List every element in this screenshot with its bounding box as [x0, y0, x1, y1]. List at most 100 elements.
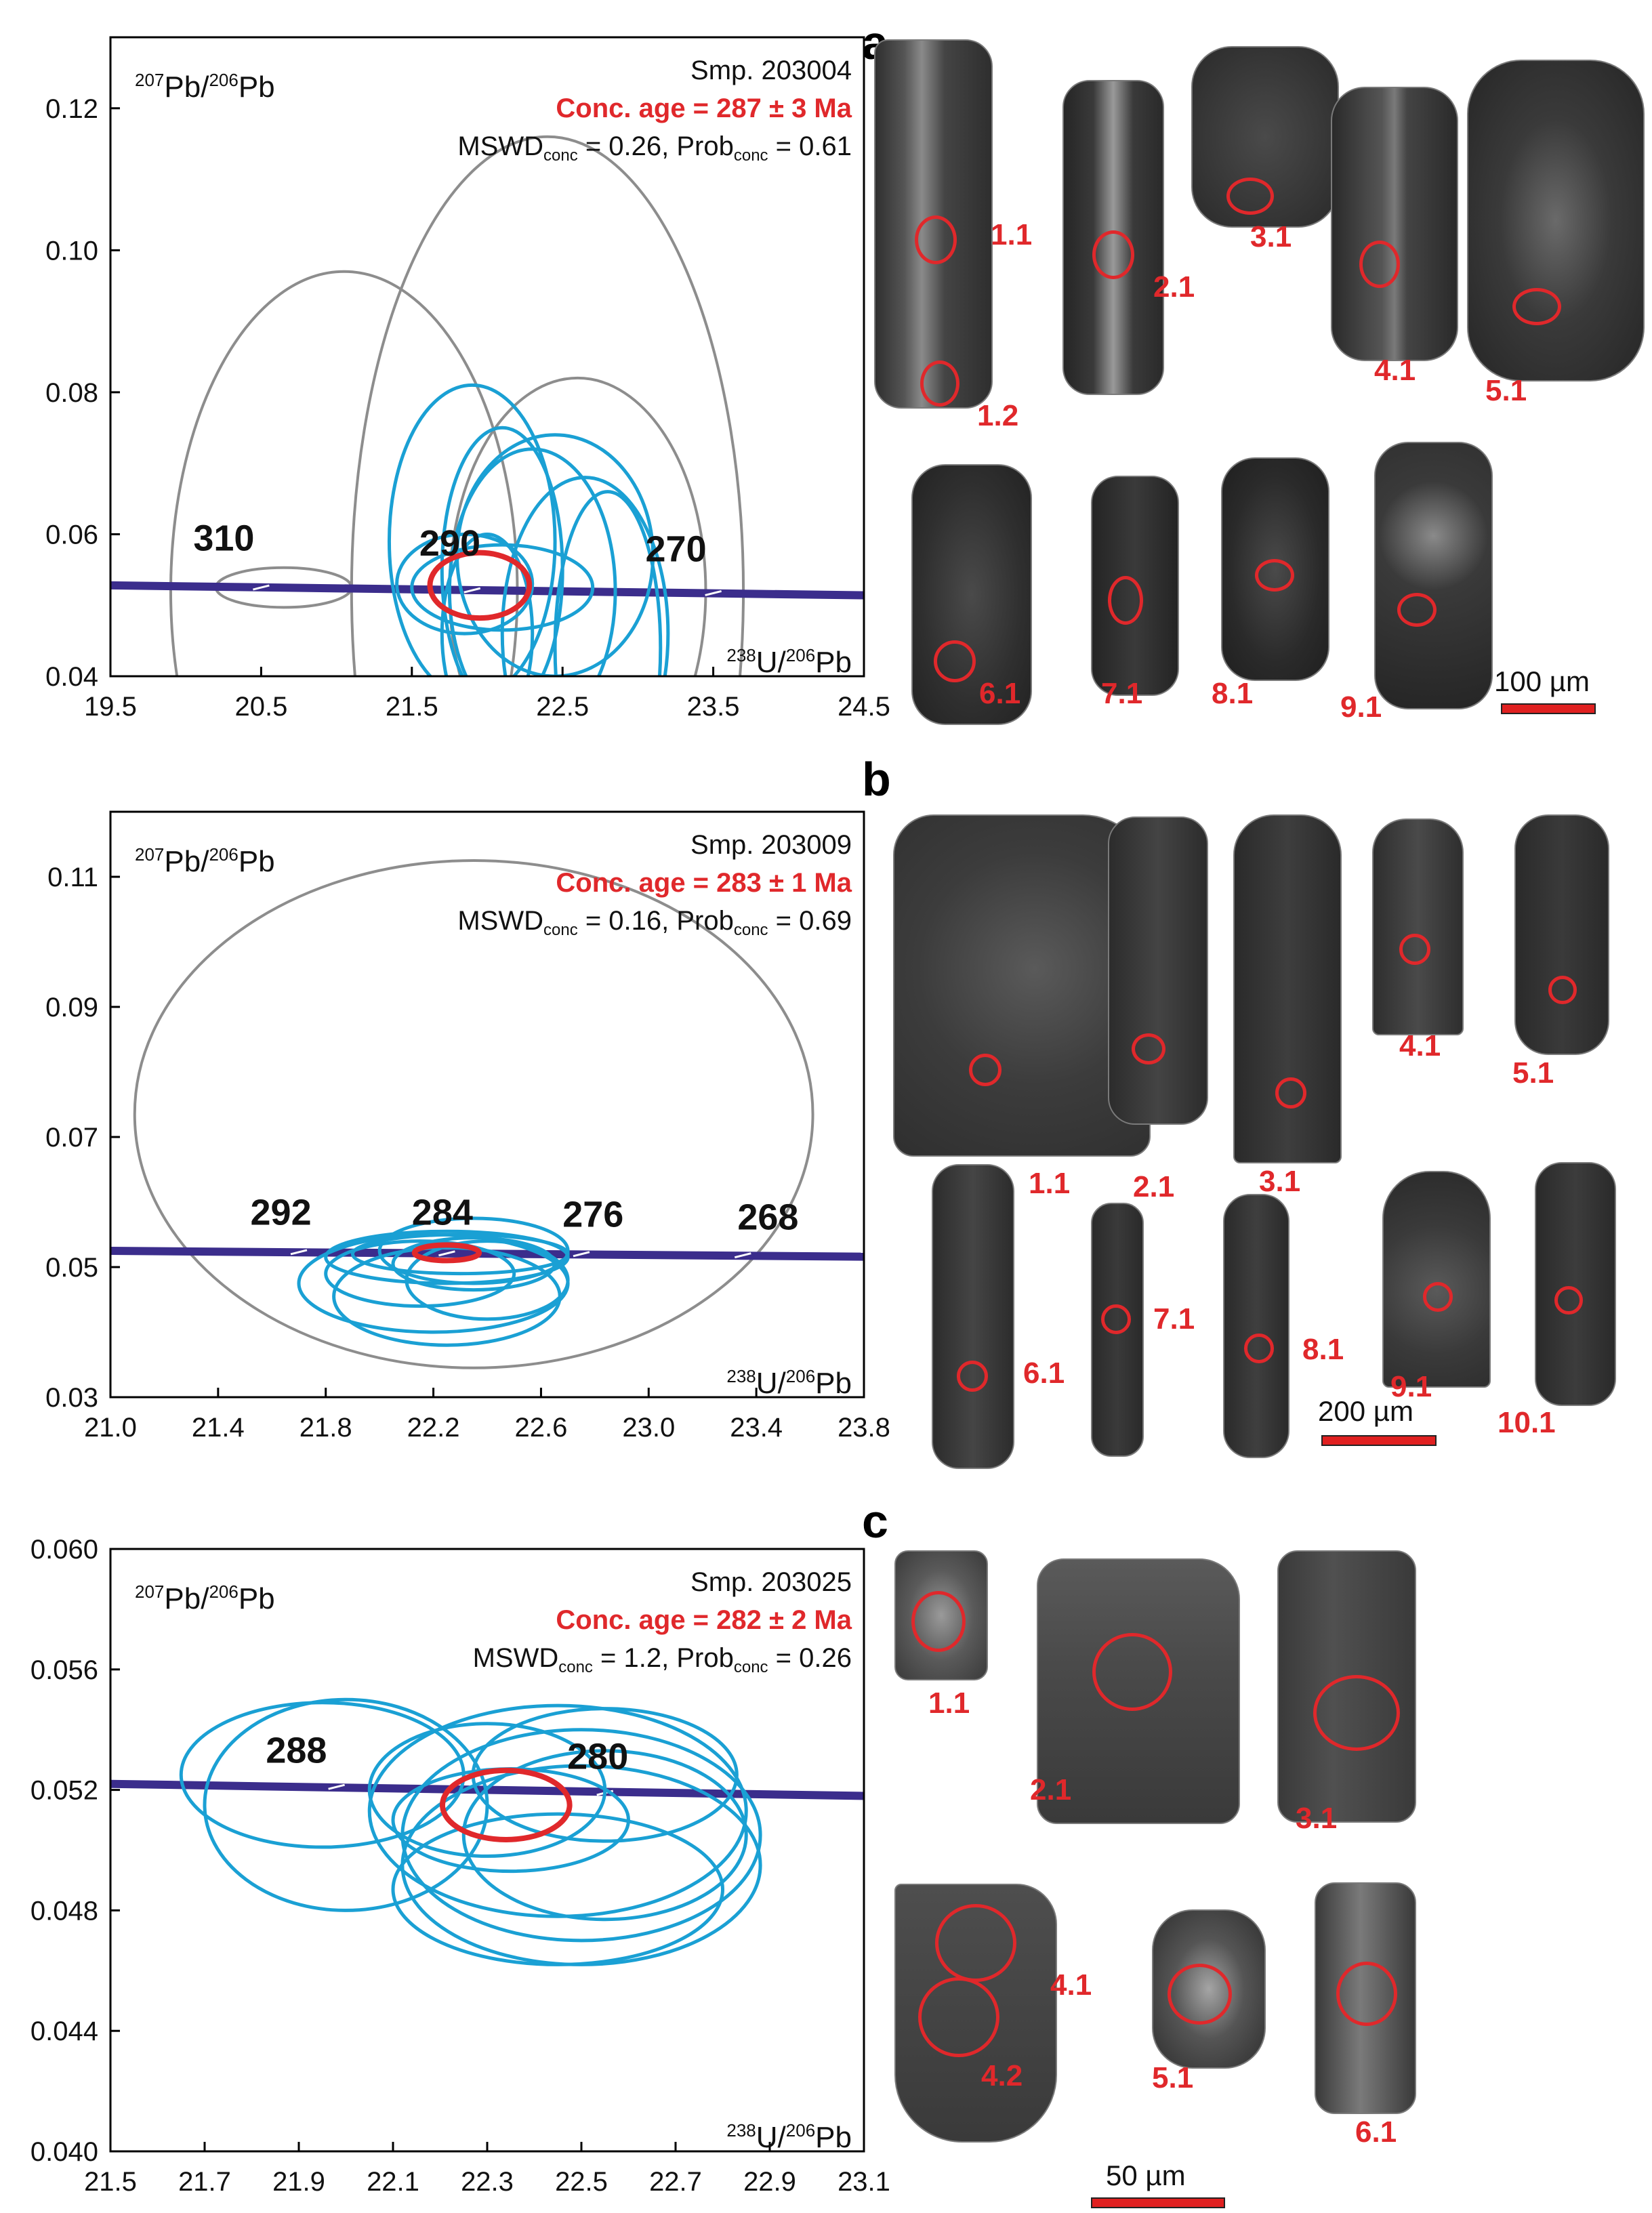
x-tick-label: 21.0	[84, 1413, 137, 1443]
x-tick-label: 21.9	[272, 2167, 325, 2197]
scale-bar-label: 50 µm	[1106, 2159, 1186, 2191]
plot-background	[110, 1549, 864, 2151]
y-tick-label: 0.07	[45, 1123, 98, 1153]
y-tick-label: 0.060	[30, 1535, 98, 1565]
error-ellipse-blue	[405, 1239, 570, 1321]
grain-label: 5.1	[1152, 2061, 1194, 2094]
analysis-spot	[920, 360, 959, 407]
concordia-curve	[110, 581, 864, 600]
grain-label: 3.1	[1250, 220, 1292, 253]
x-tick-label: 23.0	[622, 1413, 675, 1443]
concordia-age-ellipse	[439, 1767, 573, 1842]
zircon-grain	[893, 814, 1151, 1157]
mswd-label: MSWDconc = 1.2, Probconc = 0.26	[473, 1643, 852, 1676]
grain-label: 5.1	[1512, 1056, 1554, 1090]
y-tick-label: 0.03	[45, 1383, 98, 1413]
error-ellipse-blue	[387, 383, 557, 676]
analysis-spot	[1101, 1304, 1131, 1334]
grain-label: 1.1	[991, 218, 1033, 251]
grain-label: 7.1	[1153, 1302, 1195, 1336]
analysis-spot	[1554, 1286, 1583, 1315]
analysis-spot	[1255, 559, 1294, 592]
grain-label: 8.1	[1212, 677, 1254, 710]
error-ellipse-gray	[133, 859, 814, 1369]
analysis-spot	[1108, 576, 1143, 625]
y-tick-label: 0.09	[45, 993, 98, 1022]
grain-label: 4.2	[981, 2059, 1023, 2092]
grain-label: 1.1	[928, 1687, 970, 1720]
error-ellipse-blue	[391, 1236, 556, 1292]
analysis-spot	[918, 1977, 999, 2057]
zircon-grain	[1223, 1194, 1289, 1458]
zircon-grain	[1331, 87, 1458, 361]
zircon-grain	[1374, 442, 1493, 709]
error-ellipse-blue	[440, 532, 535, 676]
y-axis-label: 207Pb/206Pb	[135, 70, 275, 104]
zircon-grain	[1467, 60, 1645, 381]
analysis-spot	[969, 1054, 1001, 1086]
grain-label: 1.1	[1029, 1167, 1071, 1200]
grain-label: 4.1	[1399, 1029, 1441, 1062]
zircon-grain	[1514, 814, 1609, 1055]
concordia-age-label: Conc. age = 282 ± 2 Ma	[556, 1605, 852, 1635]
error-ellipse-blue	[395, 532, 535, 636]
x-tick-label: 22.6	[514, 1413, 567, 1443]
y-tick-label: 0.052	[30, 1776, 98, 1806]
x-tick-label: 21.7	[178, 2167, 231, 2197]
x-axis-label: 238U/206Pb	[726, 645, 852, 679]
mswd-label: MSWDconc = 0.16, Probconc = 0.69	[457, 906, 852, 939]
x-tick-label: 23.8	[838, 1413, 890, 1443]
grain-label: 6.1	[979, 677, 1021, 710]
grain-label: 9.1	[1390, 1370, 1432, 1403]
age-label: 268	[737, 1197, 798, 1237]
error-ellipse-blue	[553, 490, 663, 676]
error-ellipse-blue	[500, 476, 670, 676]
concordia-age-ellipse	[427, 550, 533, 621]
zircon-grain	[1382, 1171, 1491, 1388]
x-tick-label: 21.5	[84, 2167, 137, 2197]
scale-bar-label: 200 µm	[1318, 1395, 1413, 1427]
analysis-spot	[1092, 1633, 1172, 1711]
age-marker	[328, 1783, 345, 1790]
analysis-spot	[1313, 1675, 1400, 1751]
x-tick-label: 21.8	[300, 1413, 352, 1443]
age-label: 276	[562, 1194, 623, 1235]
plot-background	[110, 37, 864, 676]
age-marker	[705, 590, 722, 596]
panel-letter: b	[862, 753, 891, 806]
y-tick-label: 0.10	[45, 236, 98, 266]
age-marker	[573, 1251, 590, 1258]
age-label: 270	[646, 529, 707, 569]
sample-label: Smp. 203025	[690, 1567, 852, 1597]
x-axis-label: 238U/206Pb	[726, 1366, 852, 1400]
grain-label: 6.1	[1355, 2115, 1397, 2149]
grain-label: 3.1	[1259, 1165, 1301, 1198]
x-axis-label: 238U/206Pb	[726, 2120, 852, 2154]
plot-frame	[109, 36, 865, 678]
analysis-spot	[1512, 288, 1561, 325]
age-label: 280	[567, 1736, 628, 1777]
grain-label: 2.1	[1030, 1773, 1072, 1806]
x-tick-label: 21.4	[192, 1413, 245, 1443]
age-label: 284	[412, 1193, 473, 1233]
analysis-spot	[1244, 1333, 1274, 1363]
analysis-spot	[1132, 1033, 1165, 1064]
x-tick-label: 19.5	[84, 692, 137, 722]
grain-label: 1.2	[977, 399, 1019, 432]
x-tick-label: 20.5	[234, 692, 287, 722]
error-ellipse-blue	[447, 447, 617, 676]
y-tick-label: 0.04	[45, 662, 98, 692]
x-tick-label: 23.1	[838, 2167, 890, 2197]
x-tick-label: 22.7	[649, 2167, 702, 2197]
age-label: 290	[419, 523, 480, 564]
grain-label: 7.1	[1101, 677, 1143, 710]
age-marker	[463, 587, 481, 594]
zircon-grain	[932, 1164, 1014, 1469]
panel-letter: c	[862, 1495, 888, 1548]
